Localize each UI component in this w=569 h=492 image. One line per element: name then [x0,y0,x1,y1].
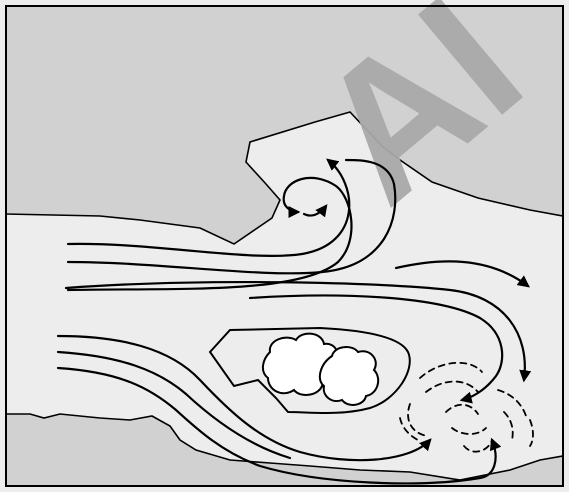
diagram-frame: AI [0,0,569,492]
current-flow-diagram: AI [0,0,569,492]
